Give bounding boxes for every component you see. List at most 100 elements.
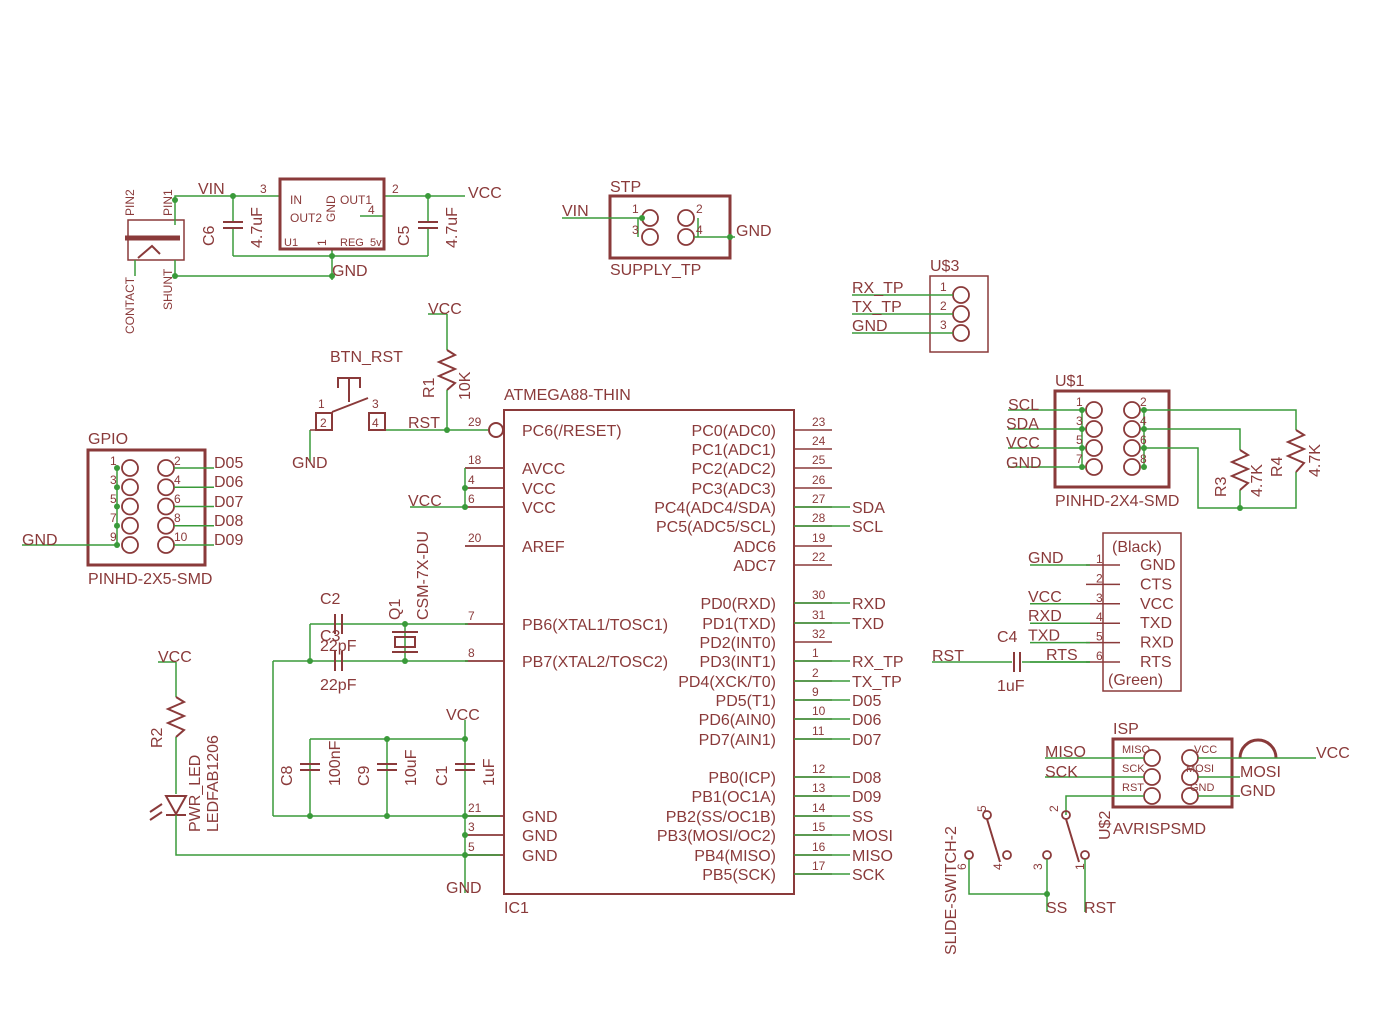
mcu-pin-label: PC6(/RESET) [522, 423, 622, 440]
reset-section: VCC R1 10K BTN_RST RST GND 1 2 3 4 [292, 301, 488, 472]
u3-gnd-label: GND [852, 318, 888, 335]
reg-u1-label: U1 [284, 237, 298, 249]
c8-value: 100nF [327, 740, 344, 786]
ftdi-net-label: GND [1028, 550, 1064, 567]
mcu-net-label: MOSI [852, 828, 893, 845]
mcu-pin-number: 7 [468, 609, 475, 623]
r3-resistor [1229, 449, 1251, 491]
mcu-net-label: TX_TP [852, 674, 902, 691]
led-arrow-1 [149, 803, 163, 813]
stp-pin3: 3 [632, 223, 639, 237]
gpio-hole [121, 497, 139, 516]
decoupling-vcc-label: VCC [446, 707, 480, 724]
c2-ref: C2 [320, 591, 341, 608]
isp-rst-wire [1065, 795, 1144, 815]
led-arrow-2 [149, 811, 163, 821]
mcu-pin-label: PD7(AIN1) [699, 732, 776, 749]
btn-name: BTN_RST [330, 349, 403, 366]
mcu-pin-label: PC5(ADC5/SCL) [656, 519, 776, 536]
c4-ref: C4 [997, 629, 1018, 646]
switch-ss-label: SS [1046, 900, 1067, 917]
reg-gnd-net-label: GND [332, 263, 368, 280]
mcu-pin-label: PB5(SCK) [702, 867, 776, 884]
gpio-hole [157, 536, 175, 554]
c5-value: 4.7uF [444, 207, 461, 248]
btn-pin1: 1 [318, 397, 325, 411]
q1-ref: Q1 [387, 599, 404, 620]
junction [402, 621, 408, 627]
u3-hole-3 [952, 324, 970, 342]
mcu-pin-label: PC2(ADC2) [692, 461, 776, 478]
u1c-pin: 5 [1076, 433, 1083, 447]
gpio-hole [157, 478, 175, 497]
ftdi-pin-number: 6 [1096, 649, 1103, 663]
u1c-pin: 2 [1140, 395, 1147, 409]
gpio-value: PINHD-2X5-SMD [88, 571, 212, 588]
switch-contact [1042, 850, 1052, 860]
isp-mosi-label: MOSI [1240, 764, 1281, 781]
led-gnd-wire [175, 815, 500, 856]
junction [384, 813, 390, 819]
isp-polarity-tab [1238, 738, 1278, 759]
mcu-net-label: SCK [852, 867, 885, 884]
mcu-pin-label: PC4(ADC4/SDA) [654, 500, 776, 517]
isp-pin-label: MOSI [1186, 763, 1214, 775]
mcu-pin-label: PC3(ADC3) [692, 481, 776, 498]
gpio-net: D05 [214, 455, 243, 472]
stp-pin2: 2 [696, 202, 703, 216]
ftdi-pin-label: TXD [1140, 615, 1172, 632]
btn-pin4: 4 [372, 416, 379, 430]
switch-lever [1065, 818, 1080, 863]
mcu-left-pins: 29PC6(/RESET)18AVCC4VCC6VCC20AREF7PB6(XT… [465, 415, 668, 865]
gpio-hole [157, 516, 175, 535]
reg-value-label: REG_5v [340, 237, 382, 249]
mcu-pin-label: PD1(TXD) [702, 616, 776, 633]
u1c-hole [1085, 420, 1103, 438]
gpio-hole [121, 459, 139, 477]
switch-contact [1080, 850, 1090, 860]
junction [1237, 505, 1243, 511]
gpio-pin: 1 [110, 454, 117, 468]
mcu-pin-label: PB6(XTAL1/TOSC1) [522, 617, 668, 634]
stp-pin1: 1 [632, 202, 639, 216]
mcu-pin-label: VCC [522, 500, 556, 517]
junction [384, 736, 390, 742]
junction [1079, 407, 1085, 413]
r1-ref: R1 [421, 377, 438, 398]
q1-value: CSM-7X-DU [415, 531, 432, 620]
r4-ref: R4 [1269, 456, 1286, 477]
gpio-body [86, 448, 207, 567]
power-jack-arrow [137, 244, 161, 259]
mcu-net-label: RXD [852, 596, 886, 613]
crystal-section: C2 22pF C3 22pF Q1 CSM-7X-DU [272, 531, 468, 816]
mcu-pin-label: ADC6 [733, 539, 776, 556]
isp-hole [1143, 787, 1161, 805]
junction [462, 832, 468, 838]
mcu-gnd-label: GND [446, 880, 482, 897]
c1-value: 1uF [481, 758, 498, 786]
mcu-pin-label: PD3(INT1) [700, 654, 776, 671]
mcu-pin-label: PB2(SS/OC1B) [666, 809, 776, 826]
junction [1141, 407, 1147, 413]
stp-vin-label: VIN [562, 203, 589, 220]
mcu-pin-label: VCC [522, 481, 556, 498]
mcu-pin-label: ADC7 [733, 558, 776, 575]
mcu-pin-number: 3 [468, 820, 475, 834]
ftdi-pin-number: 4 [1096, 610, 1103, 624]
mcu-pin-number: 2 [812, 666, 819, 680]
btn-pad-2 [315, 412, 333, 431]
gpio-hole [157, 497, 175, 516]
led-section: VCC R2 PWR_LED LEDFAB1206 [149, 649, 500, 856]
btn-gnd-label: GND [292, 455, 328, 472]
vin-net-wire [174, 195, 280, 200]
jack-pin1-label: PIN1 [161, 189, 175, 216]
junction [727, 234, 733, 240]
mcu-pin-label: PB7(XTAL2/TOSC2) [522, 654, 668, 671]
junction [1079, 445, 1085, 451]
ftdi-pin-number: 5 [1096, 630, 1103, 644]
c9-ref: C9 [356, 765, 373, 786]
mcu-pin-number: 27 [812, 492, 826, 506]
u1c-vcc-label: VCC [1006, 435, 1040, 452]
u1c-hole [1123, 458, 1141, 476]
slide-switch: SLIDE-SWITCH-2 SS RST 5 2 6 4 3 1 [943, 805, 1116, 955]
